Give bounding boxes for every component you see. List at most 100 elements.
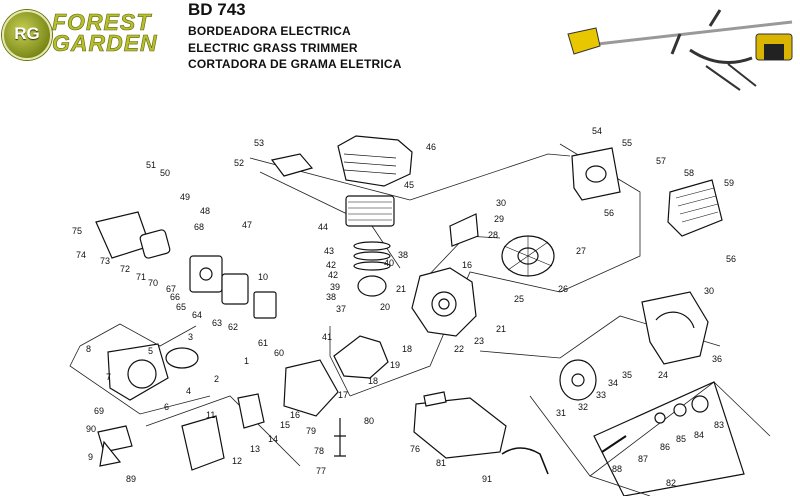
exploded-parts-diagram: 1 2 3 4 5 6 7 8 9 10 11 12 13 14 15 16 1… [69,126,771,496]
callout-27: 27 [576,246,586,256]
callout-21: 21 [396,284,406,294]
callout-48: 48 [200,206,210,216]
logo-word-garden: GARDEN [52,30,158,56]
callout-37: 37 [336,304,346,314]
callout-17: 17 [338,390,348,400]
part-starter [97,343,199,453]
part-muffler [571,147,723,237]
title-spanish: BORDEADORA ELECTRICA [188,24,351,38]
part-flywheel [449,213,555,277]
callout-16b: 16 [462,260,472,270]
title-portuguese: CORTADORA DE GRAMA ELETRICA [188,57,402,71]
callout-19: 19 [390,360,400,370]
callout-67: 67 [166,284,176,294]
callout-61: 61 [258,338,268,348]
callout-91: 91 [482,474,492,484]
callout-34: 34 [608,378,618,388]
callout-51: 51 [146,160,156,170]
callout-35: 35 [622,370,632,380]
callout-76: 76 [410,444,420,454]
callout-77: 77 [316,466,326,476]
callout-86: 86 [660,442,670,452]
callout-44: 44 [318,222,328,232]
forest-garden-logo: RG FOREST GARDEN [2,2,172,60]
callout-82: 82 [666,478,676,488]
callout-24: 24 [658,370,668,380]
callout-21b: 21 [496,324,506,334]
callout-47: 47 [242,220,252,230]
model-number: BD 743 [188,0,246,19]
callout-90: 90 [86,424,96,434]
callout-16: 16 [290,410,300,420]
callout-31: 31 [556,408,566,418]
callout-64: 64 [192,310,202,320]
callout-74: 74 [76,250,86,260]
callout-79: 79 [306,426,316,436]
callout-40: 40 [384,258,394,268]
logo-badge-text: RG [14,24,40,43]
callout-18b: 18 [402,344,412,354]
callout-78: 78 [314,446,324,456]
callout-30: 30 [496,198,506,208]
part-misc [99,418,549,475]
callout-81: 81 [436,458,446,468]
callout-87: 87 [638,454,648,464]
logo-badge: RG [2,10,52,60]
logo-word-forest: FOREST [52,9,152,35]
callout-5: 5 [148,346,153,356]
part-gearbox-kit [593,381,745,496]
callout-36: 36 [712,354,722,364]
callout-6: 6 [164,402,169,412]
title-english: ELECTRIC GRASS TRIMMER [188,41,358,55]
callout-42b: 42 [328,270,338,280]
callout-58: 58 [684,168,694,178]
callout-88: 88 [612,464,622,474]
callout-7: 7 [106,372,111,382]
callout-9: 9 [88,452,93,462]
callout-12: 12 [232,456,242,466]
part-cylinder-cover [270,135,413,187]
callout-54: 54 [592,126,602,136]
part-air-filter [95,211,277,319]
callout-38: 38 [326,292,336,302]
callout-3: 3 [188,332,193,342]
callout-49: 49 [180,192,190,202]
callout-20: 20 [380,302,390,312]
callout-56b: 56 [726,254,736,264]
callout-65: 65 [176,302,186,312]
part-fuel-tank [413,391,507,459]
callout-38b: 38 [398,250,408,260]
callout-89: 89 [126,474,136,484]
callout-23: 23 [474,336,484,346]
callout-30b: 30 [704,286,714,296]
callout-45: 45 [404,180,414,190]
part-crankcase [333,267,477,379]
callout-69: 69 [94,406,104,416]
part-number-labels: 1 2 3 4 5 6 7 8 9 10 11 12 13 14 15 16 1… [72,126,736,488]
part-clutch-cover [559,291,709,401]
callout-63: 63 [212,318,222,328]
callout-25: 25 [514,294,524,304]
callout-2: 2 [214,374,219,384]
trimmer-product-image [567,9,793,91]
callout-75: 75 [72,226,82,236]
callout-59: 59 [724,178,734,188]
callout-68: 68 [194,222,204,232]
part-cylinder [345,195,395,297]
callout-66: 66 [170,292,180,302]
callout-1: 1 [244,356,249,366]
callout-22: 22 [454,344,464,354]
callout-84: 84 [694,430,704,440]
callout-29: 29 [494,214,504,224]
callout-39: 39 [330,282,340,292]
callout-33: 33 [596,390,606,400]
callout-41: 41 [322,332,332,342]
callout-13: 13 [250,444,260,454]
callout-62: 62 [228,322,238,332]
callout-60: 60 [274,348,284,358]
callout-57: 57 [656,156,666,166]
callout-28: 28 [488,230,498,240]
callout-73: 73 [100,256,110,266]
callout-42: 42 [326,260,336,270]
callout-55: 55 [622,138,632,148]
